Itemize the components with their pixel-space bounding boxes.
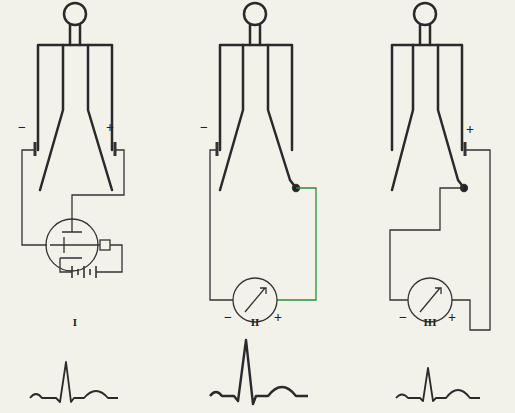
electrode bbox=[464, 142, 467, 156]
wire bbox=[390, 188, 464, 300]
wire bbox=[22, 150, 47, 245]
galvanometer-needle bbox=[420, 288, 441, 312]
galvanometer-needle bbox=[245, 288, 266, 312]
stick-figure bbox=[220, 3, 296, 190]
polarity-sign: − bbox=[18, 121, 26, 135]
galvanometer-symbol bbox=[408, 278, 452, 322]
wire bbox=[277, 188, 316, 300]
amplifier-tube bbox=[46, 219, 98, 271]
polarity-sign: − bbox=[399, 311, 407, 325]
polarity-sign: + bbox=[466, 123, 474, 137]
wire bbox=[452, 150, 490, 330]
ecg-trace bbox=[30, 362, 118, 402]
polarity-sign: + bbox=[106, 121, 114, 135]
polarity-sign: − bbox=[200, 121, 208, 135]
wire bbox=[68, 271, 100, 272]
wire bbox=[210, 150, 233, 300]
lead-number: II bbox=[251, 317, 260, 328]
ecg-trace bbox=[210, 340, 308, 404]
resistor-symbol bbox=[100, 240, 110, 250]
wire bbox=[72, 150, 124, 219]
stick-figure bbox=[38, 3, 112, 190]
polarity-sign: + bbox=[448, 311, 456, 325]
polarity-sign: + bbox=[274, 311, 282, 325]
polarity-sign: − bbox=[224, 311, 232, 325]
galvanometer-symbol bbox=[233, 278, 277, 322]
lead-number: III bbox=[424, 317, 437, 328]
electrode bbox=[216, 142, 219, 156]
electrode bbox=[35, 142, 115, 156]
stick-figure bbox=[392, 3, 464, 190]
ecg-trace bbox=[396, 368, 480, 401]
lead-number: I bbox=[73, 317, 77, 328]
battery-symbol bbox=[72, 266, 96, 278]
wire bbox=[60, 245, 122, 272]
tube-electrodes bbox=[50, 219, 94, 258]
